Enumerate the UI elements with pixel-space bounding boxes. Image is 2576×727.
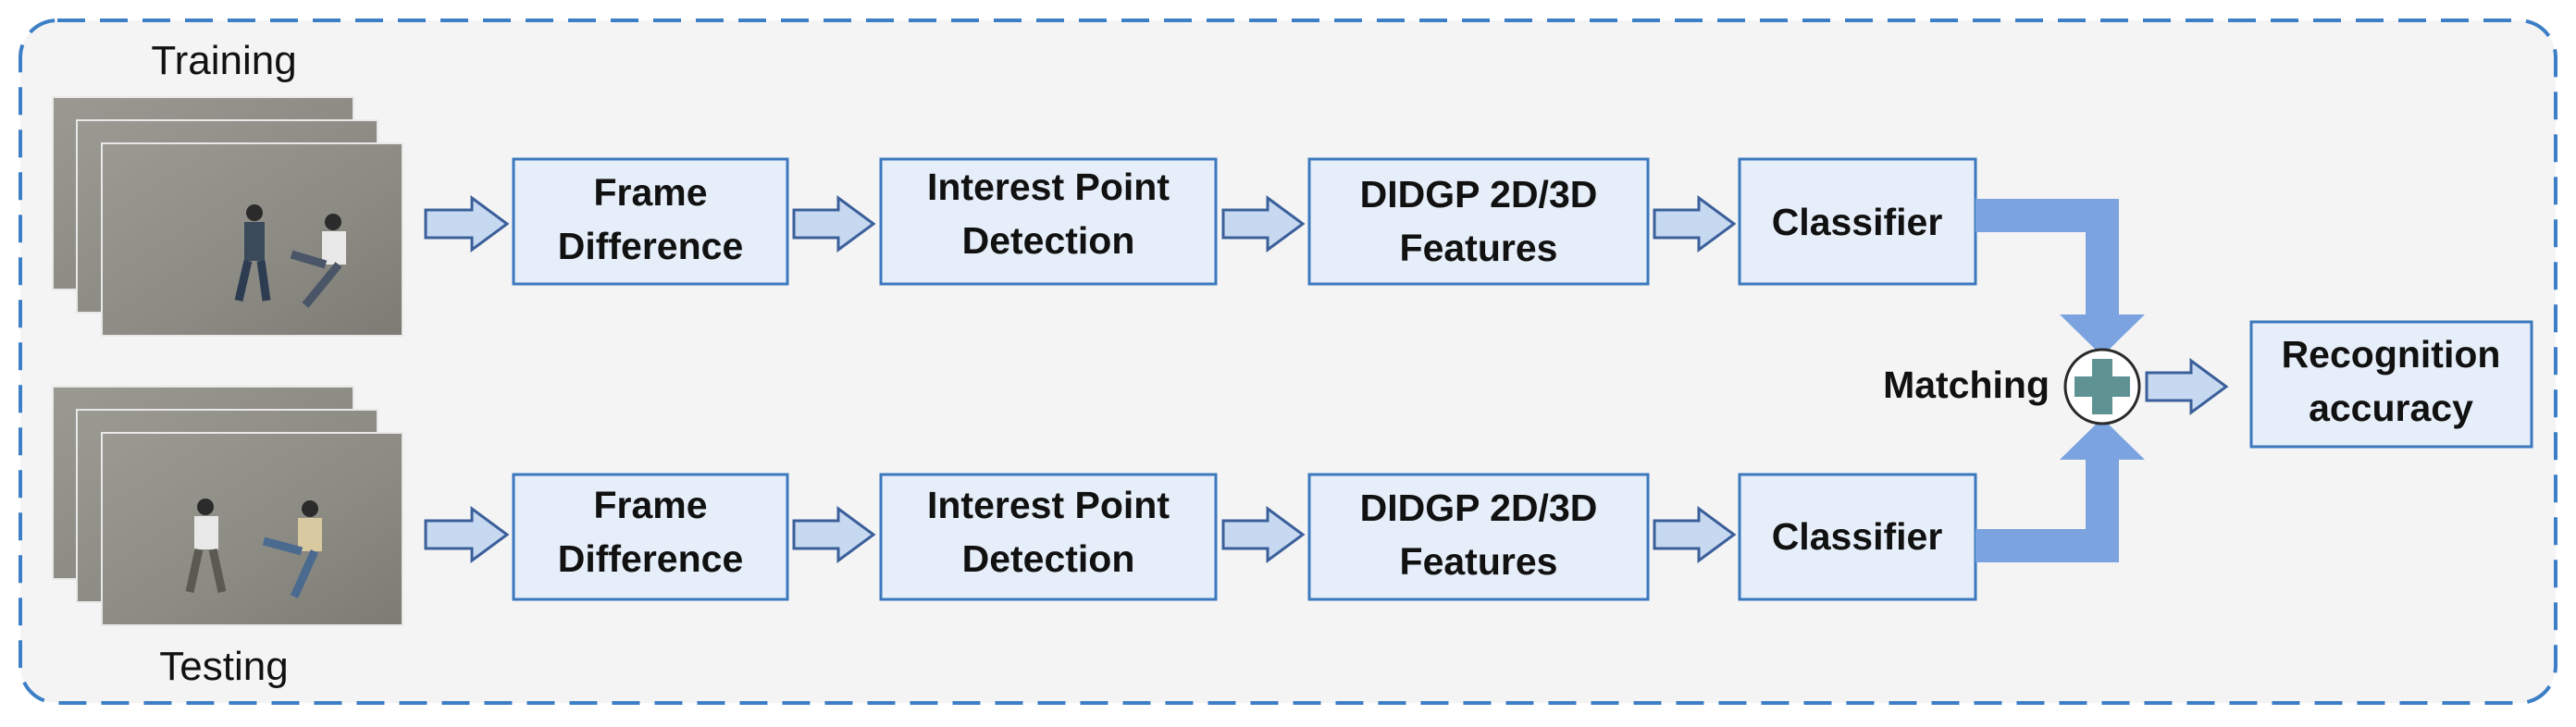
classifier-box-top: Classifier — [1738, 157, 1977, 286]
recognition-accuracy-box: Recognition accuracy — [2249, 320, 2533, 449]
interest-point-label-line2: Detection — [962, 537, 1135, 580]
didgp-features-box-top: DIDGP 2D/3D Features — [1307, 157, 1650, 286]
interest-point-detection-box-bottom: Interest Point Detection — [879, 473, 1218, 601]
frame-difference-label-line2: Difference — [558, 537, 744, 580]
frame-difference-label-line1: Frame — [593, 171, 707, 214]
right-arrow-icon — [424, 195, 510, 253]
frame-difference-label-line2: Difference — [558, 225, 744, 267]
frame-difference-box-bottom: Frame Difference — [512, 473, 789, 601]
arrow-frame-difference-to-interest-top — [792, 195, 876, 253]
training-label: Training — [151, 38, 296, 83]
arrow-frames-to-frame-difference-bottom — [424, 506, 510, 563]
recognition-label-line1: Recognition — [2282, 333, 2501, 376]
classifier-box-bottom: Classifier — [1738, 473, 1977, 601]
arrow-interest-to-didgp-bottom — [1221, 506, 1306, 563]
classifier-label: Classifier — [1772, 515, 1943, 558]
didgp-features-box-bottom: DIDGP 2D/3D Features — [1307, 473, 1650, 601]
right-arrow-icon — [2145, 358, 2229, 415]
matching-label: Matching — [1883, 364, 2050, 406]
right-arrow-icon — [1221, 195, 1306, 253]
plus-circle-icon — [2063, 348, 2141, 425]
right-arrow-icon — [1653, 506, 1737, 563]
didgp-label-line1: DIDGP 2D/3D — [1360, 487, 1598, 529]
arrow-didgp-to-classifier-bottom — [1653, 506, 1737, 563]
interest-point-label-line1: Interest Point — [927, 166, 1170, 208]
right-arrow-icon — [792, 506, 876, 563]
interest-point-detection-box-top: Interest Point Detection — [879, 157, 1218, 286]
interest-point-label-line1: Interest Point — [927, 484, 1170, 526]
frame-difference-label-line1: Frame — [593, 484, 707, 526]
arrow-matching-to-recognition — [2145, 358, 2229, 415]
arrow-didgp-to-classifier-top — [1653, 195, 1737, 253]
arrow-interest-to-didgp-top — [1221, 195, 1306, 253]
testing-frame-1 — [101, 432, 403, 626]
training-figures — [234, 204, 346, 308]
recognition-label-line2: accuracy — [2309, 387, 2473, 429]
didgp-label-line1: DIDGP 2D/3D — [1360, 173, 1598, 216]
testing-frame-stack — [52, 386, 403, 626]
flow-arrow-top-classifier-to-matching — [1975, 199, 2145, 356]
didgp-label-line2: Features — [1400, 540, 1558, 583]
flow-arrow-bottom-classifier-to-matching — [1975, 418, 2145, 562]
training-frame-stack — [52, 96, 403, 337]
testing-figures — [185, 499, 322, 598]
arrow-frames-to-frame-difference-top — [424, 195, 510, 253]
right-arrow-icon — [1221, 506, 1306, 563]
didgp-label-line2: Features — [1400, 227, 1558, 269]
right-arrow-icon — [424, 506, 510, 563]
right-arrow-icon — [792, 195, 876, 253]
arrow-frame-difference-to-interest-bottom — [792, 506, 876, 563]
testing-label: Testing — [159, 644, 288, 689]
frame-difference-box-top: Frame Difference — [512, 157, 789, 286]
classifier-label: Classifier — [1772, 201, 1943, 243]
interest-point-label-line2: Detection — [962, 219, 1135, 262]
right-arrow-icon — [1653, 195, 1737, 253]
